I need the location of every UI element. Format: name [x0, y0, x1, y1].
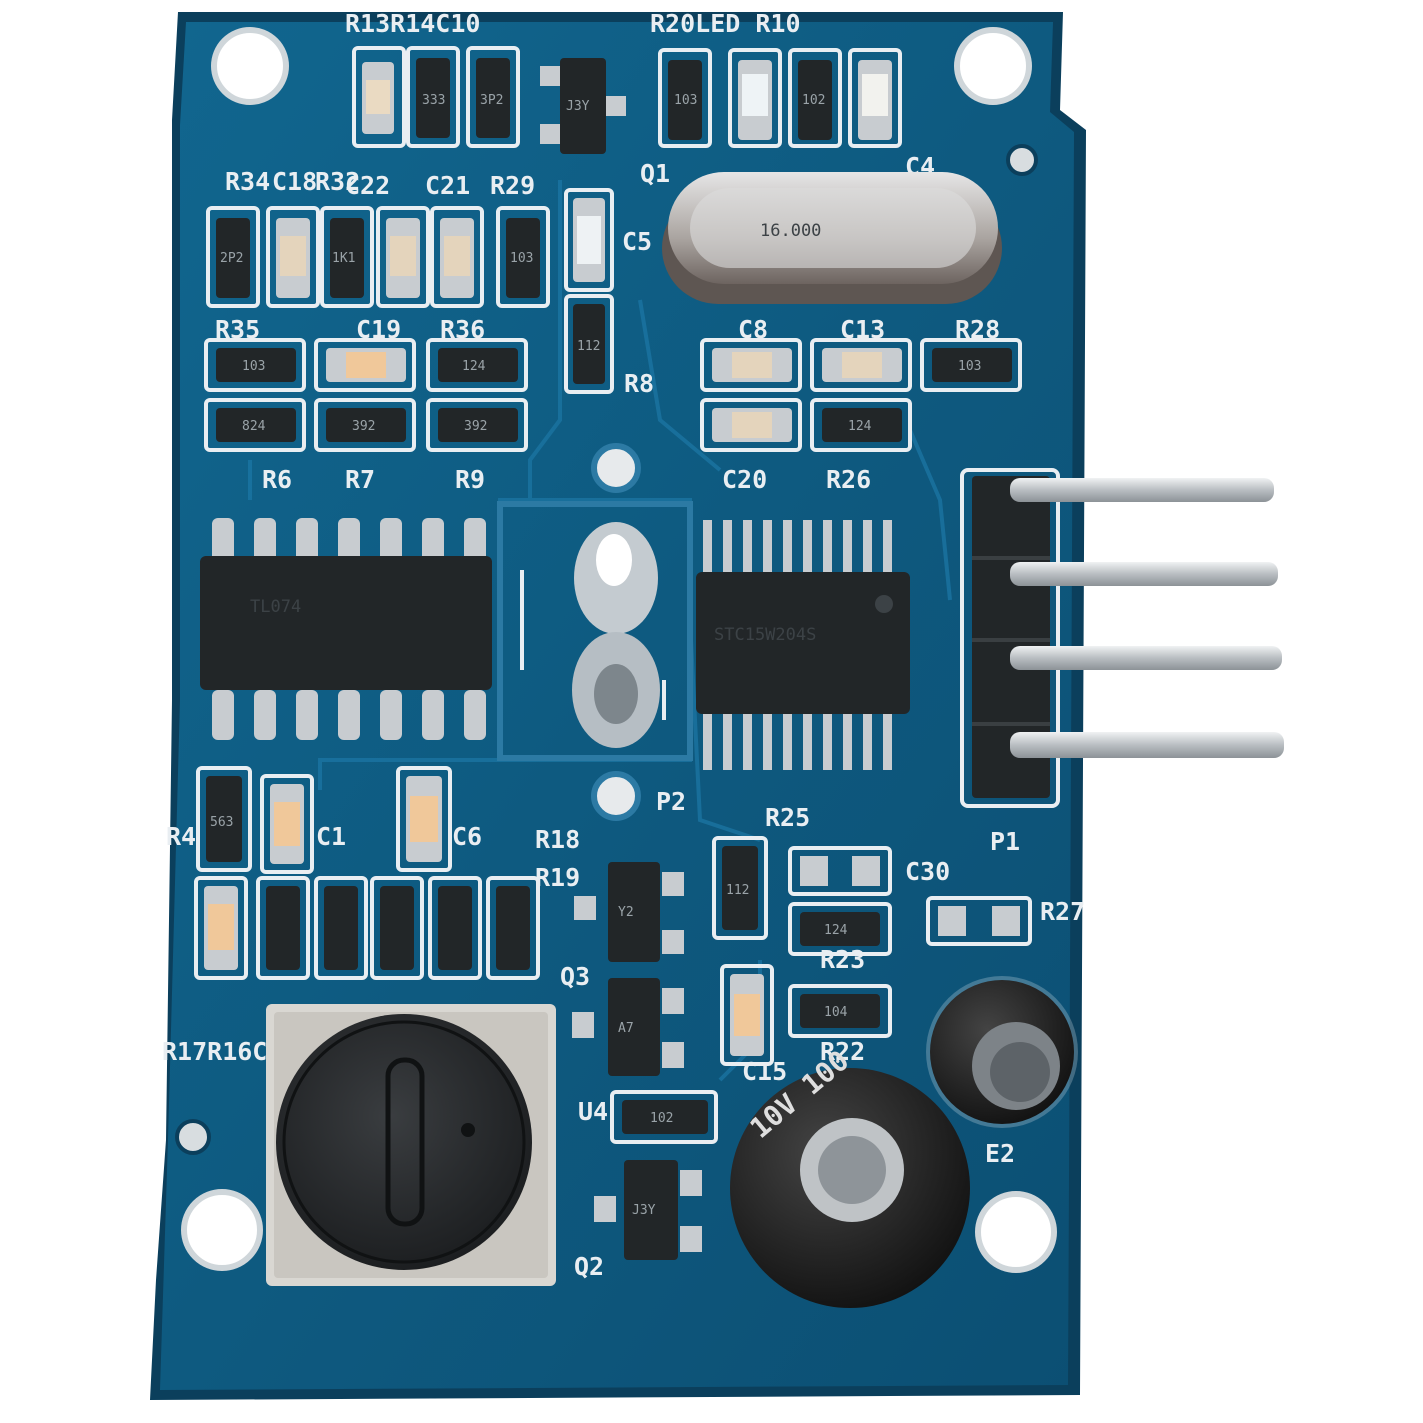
p1-pin-header [960, 468, 1284, 808]
silk-p2: P2 [656, 787, 686, 816]
r29-code: 103 [510, 251, 533, 266]
r36-code: 124 [462, 359, 486, 374]
silk-r19: R19 [535, 863, 580, 892]
silk-c5: C5 [622, 227, 652, 256]
silk-r4: R4 [166, 822, 196, 851]
silk-top-right-group: R20LED R10 [650, 9, 801, 38]
header-pin-2 [1010, 562, 1278, 586]
silk-r25: R25 [765, 803, 810, 832]
silk-q1: Q1 [640, 159, 670, 188]
mcu-ic: STC15W204S [696, 520, 910, 770]
silk-c20: C20 [722, 465, 767, 494]
silk-q3: Q3 [560, 962, 590, 991]
silk-c21: C21 [425, 171, 470, 200]
silk-r9: R9 [455, 465, 485, 494]
electrolytic-capacitor-e2 [926, 976, 1078, 1128]
q1-transistor: J3Y [540, 58, 626, 154]
silk-c1: C1 [316, 822, 346, 851]
silk-r27: R27 [1040, 897, 1085, 926]
r9-code: 392 [464, 419, 487, 434]
mcu-mark: STC15W204S [714, 625, 816, 645]
r35-code: 103 [242, 359, 265, 374]
r20-code: 103 [674, 93, 697, 108]
mounting-holes [181, 27, 1057, 1273]
crystal-oscillator: 16.000 [662, 172, 1002, 304]
r32-code: 1K1 [332, 251, 355, 266]
r7-code: 392 [352, 419, 375, 434]
silk-r18: R18 [535, 825, 580, 854]
p2-transducer-connector [497, 501, 693, 761]
silk-r7: R7 [345, 465, 375, 494]
r25-code: 112 [726, 883, 749, 898]
vias [175, 144, 1038, 1155]
r34-code: 2P2 [220, 251, 243, 266]
u4-res-code: 102 [650, 1111, 673, 1126]
silk-r22: R22 [820, 1037, 865, 1066]
third-row-components: 103 124 103 [204, 338, 1022, 392]
q2-mark: J3Y [632, 1203, 656, 1218]
r26-code: 124 [848, 419, 872, 434]
u4-regulator: A7 [572, 978, 684, 1076]
mounting-hole-bottom-left [181, 1189, 263, 1271]
r13-code: 333 [422, 93, 445, 108]
silk-c18: C18 [272, 167, 317, 196]
header-pin-1 [1010, 478, 1274, 502]
silk-r32: R32 [315, 167, 360, 196]
header-pin-3 [1010, 646, 1282, 670]
r23-code: 124 [824, 923, 848, 938]
mounting-hole-top-left [211, 27, 289, 105]
op-amp-mark: TL074 [250, 597, 301, 617]
top-left-components: 333 3P2 [352, 46, 520, 148]
q3-transistor: Y2 [574, 862, 684, 962]
silk-r8: R8 [624, 369, 654, 398]
silk-r29: R29 [490, 171, 535, 200]
mounting-hole-bottom-right [975, 1191, 1057, 1273]
q1-mark: J3Y [566, 99, 590, 114]
mounting-hole-top-right [954, 27, 1032, 105]
silk-top-left-group: R13R14C10 [345, 9, 480, 38]
r10-code: 102 [802, 93, 825, 108]
second-row-components: 2P2 1K1 103 112 [206, 188, 614, 394]
r8-code: 112 [577, 339, 600, 354]
top-right-components: 103 102 [658, 48, 902, 148]
u4-mark: A7 [618, 1021, 634, 1036]
silk-r26: R26 [826, 465, 871, 494]
lower-right-components: 112 124 104 102 [610, 836, 1032, 1144]
header-pin-4 [1010, 732, 1284, 758]
silk-p1: P1 [990, 827, 1020, 856]
silk-q2: Q2 [574, 1252, 604, 1281]
fourth-row-components: 824 392 392 124 [204, 398, 912, 452]
silk-r34: R34 [225, 167, 270, 196]
silk-c22: C22 [345, 171, 390, 200]
r4-code: 563 [210, 815, 233, 830]
r6-code: 824 [242, 419, 266, 434]
r28-code: 103 [958, 359, 981, 374]
silk-r6: R6 [262, 465, 292, 494]
r22-code: 104 [824, 1005, 848, 1020]
r14-code: 3P2 [480, 93, 503, 108]
q2-transistor: J3Y [594, 1160, 702, 1260]
lower-left-components: 563 [194, 766, 540, 980]
silk-c15: C15 [742, 1057, 787, 1086]
silk-e2: E2 [985, 1139, 1015, 1168]
silk-c6: C6 [452, 822, 482, 851]
trim-potentiometer [266, 1004, 556, 1286]
silk-u4: U4 [578, 1097, 608, 1126]
q3-mark: Y2 [618, 905, 634, 920]
silk-c30: C30 [905, 857, 950, 886]
silk-r23: R23 [820, 945, 865, 974]
crystal-code: 16.000 [760, 221, 821, 241]
op-amp-ic: TL074 [200, 518, 492, 740]
